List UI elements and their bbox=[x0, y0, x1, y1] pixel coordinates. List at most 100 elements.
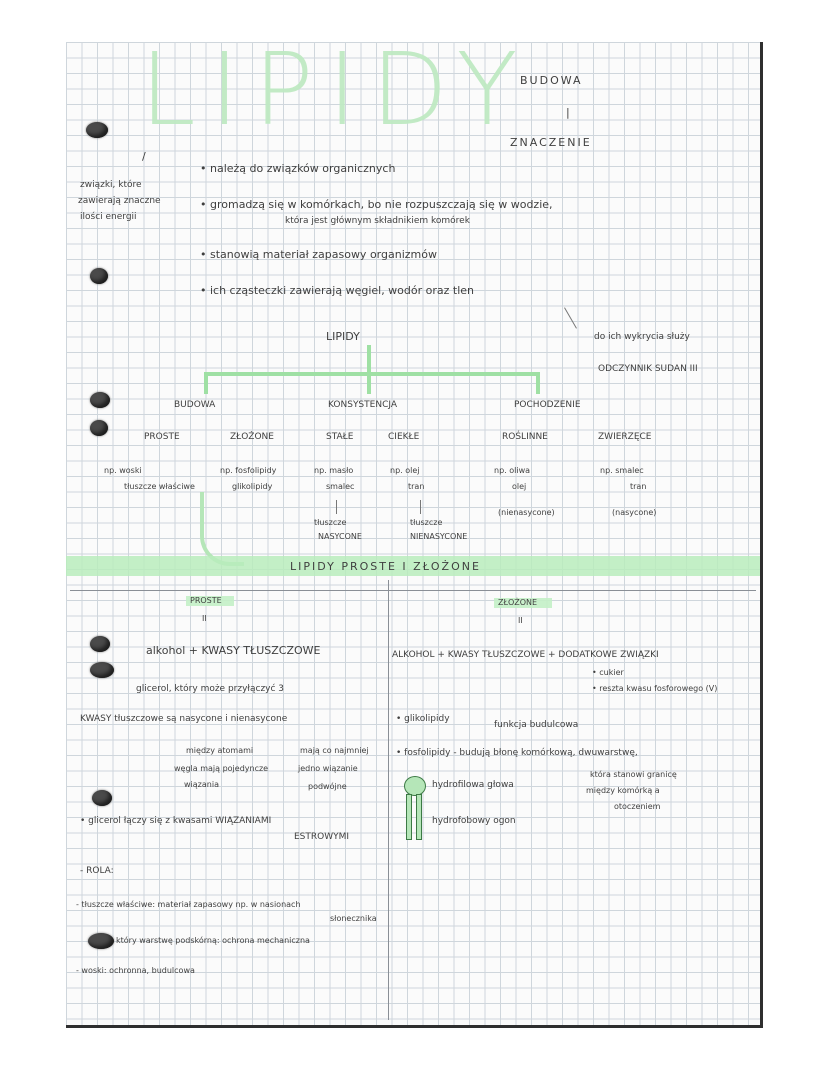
role-2: który warstwę podskórną: ochrona mechani… bbox=[116, 936, 310, 945]
ester-2: ESTROWYMI bbox=[294, 832, 350, 842]
branch-budowa: BUDOWA bbox=[174, 400, 216, 410]
role-3: - woski: ochronna, budulcowa bbox=[76, 966, 195, 975]
left-glycerol: glicerol, który może przyłączyć 3 bbox=[136, 684, 285, 694]
divider-vertical bbox=[388, 580, 389, 1020]
glycolipids: • glikolipidy bbox=[396, 714, 450, 724]
ciekle-connector bbox=[420, 500, 421, 514]
sub-stale-1: tłuszcze bbox=[314, 518, 347, 527]
tree-drop-2 bbox=[367, 372, 371, 394]
left-formula: alkohol + KWASY TŁUSZCZOWE bbox=[146, 644, 321, 657]
sub-ciekle-2: NIENASYCONE bbox=[410, 532, 468, 541]
bullet-1: • należą do związków organicznych bbox=[200, 162, 396, 175]
punch-hole-5 bbox=[90, 636, 110, 652]
phospholipid-tail-icon bbox=[406, 794, 412, 840]
role-header: - ROLA: bbox=[80, 866, 114, 876]
ex-roslinne-2: olej bbox=[512, 482, 527, 491]
ester-1: • glicerol łączy się z kwasami WIĄZANIAM… bbox=[80, 816, 272, 826]
side-note-line-2: zawierają znaczne bbox=[78, 196, 161, 206]
page-title: LIPIDY bbox=[140, 31, 532, 148]
branch-konsystencja: KONSYSTENCJA bbox=[328, 400, 398, 410]
notebook-page bbox=[66, 42, 763, 1028]
punch-hole-4 bbox=[90, 420, 108, 436]
divider-horizontal bbox=[70, 590, 756, 591]
ex-ciekle-1: np. olej bbox=[390, 466, 420, 475]
role-1: - tłuszcze właściwe: materiał zapasowy n… bbox=[76, 900, 301, 909]
header-highlight-right bbox=[494, 598, 552, 608]
ex-zwierzece-2: tran bbox=[630, 482, 647, 491]
phospholipid-head-icon bbox=[404, 776, 426, 796]
tree-drop-1 bbox=[204, 372, 208, 394]
sub-stale-2: NASYCONE bbox=[318, 532, 362, 541]
phospho-cont-1: która stanowi granicę bbox=[590, 770, 677, 779]
section-band bbox=[66, 556, 760, 576]
function-label: funkcja budulcowa bbox=[494, 720, 579, 730]
ex-zlozone-2: glikolipidy bbox=[232, 482, 273, 491]
left-acids: KWASY tłuszczowe są nasycone i nienasyco… bbox=[80, 714, 288, 724]
side-note-line-3: ilości energii bbox=[80, 212, 137, 222]
topic-budowa: BUDOWA bbox=[520, 74, 583, 87]
right-formula: ALKOHOL + KWASY TŁUSZCZOWE + DODATKOWE Z… bbox=[392, 650, 659, 660]
bullet-4: • ich cząsteczki zawierają węgiel, wodór… bbox=[200, 284, 475, 297]
punch-hole-7 bbox=[92, 790, 112, 806]
tree-root: LIPIDY bbox=[326, 330, 360, 343]
tree-bar bbox=[204, 372, 540, 376]
ex-roslinne-1: np. oliwa bbox=[494, 466, 531, 475]
punch-hole-6 bbox=[90, 662, 114, 678]
head-label: hydrofilowa głowa bbox=[432, 780, 514, 790]
topic-separator: | bbox=[566, 106, 570, 119]
ex-proste-1: np. woski bbox=[104, 466, 142, 475]
ex-stale-2: smalec bbox=[326, 482, 355, 491]
leaf-zwierzece: ZWIERZĘCE bbox=[598, 432, 652, 442]
tree-drop-3 bbox=[536, 372, 540, 394]
side-note-slash: / bbox=[142, 150, 146, 163]
right-col-header: ZŁOŻONE bbox=[498, 598, 538, 607]
punch-hole-2 bbox=[90, 268, 108, 284]
right-col-mark: II bbox=[518, 616, 523, 625]
branch-pochodzenie: POCHODZENIE bbox=[514, 400, 581, 410]
extra-1: • cukier bbox=[592, 668, 624, 677]
leaf-roslinne: ROŚLINNE bbox=[502, 432, 548, 442]
topic-znaczenie: ZNACZENIE bbox=[510, 136, 592, 149]
left-col-mark: II bbox=[202, 614, 207, 623]
bullet-2: • gromadzą się w komórkach, bo nie rozpu… bbox=[200, 198, 553, 211]
leaf-proste: PROSTE bbox=[144, 432, 180, 442]
ex-proste-2: tłuszcze właściwe bbox=[124, 482, 195, 491]
curve-arrow bbox=[200, 492, 244, 566]
ex-ciekle-2: tran bbox=[408, 482, 425, 491]
detection-note-2: ODCZYNNIK SUDAN III bbox=[598, 364, 698, 374]
phospho-cont-2: między komórką a bbox=[586, 786, 660, 795]
band-title: LIPIDY PROSTE I ZŁOŻONE bbox=[290, 560, 481, 573]
side-note-line-1: związki, które bbox=[80, 180, 142, 190]
tree-stem bbox=[367, 345, 371, 375]
unsat-1: mają co najmniej bbox=[300, 746, 369, 755]
role-1-cont: słonecznika bbox=[330, 914, 377, 923]
unsat-2: jedno wiązanie bbox=[298, 764, 358, 773]
punch-hole-1 bbox=[86, 122, 108, 138]
extra-2: • reszta kwasu fosforowego (V) bbox=[592, 684, 718, 693]
phospho-cont-3: otoczeniem bbox=[614, 802, 661, 811]
sat-1: między atomami bbox=[186, 746, 254, 755]
ex-roslinne-3: (nienasycone) bbox=[498, 508, 555, 517]
ex-zwierzece-1: np. smalec bbox=[600, 466, 644, 475]
ex-stale-1: np. masło bbox=[314, 466, 354, 475]
leaf-stale: STAŁE bbox=[326, 432, 354, 442]
punch-hole-8 bbox=[88, 933, 114, 949]
sub-ciekle-1: tłuszcze bbox=[410, 518, 443, 527]
phospholipid-tail-icon-2 bbox=[416, 794, 422, 840]
leaf-ciekle: CIEKŁE bbox=[388, 432, 420, 442]
header-highlight-left bbox=[186, 596, 234, 606]
bullet-3: • stanowią materiał zapasowy organizmów bbox=[200, 248, 437, 261]
tail-label: hydrofobowy ogon bbox=[432, 816, 516, 826]
left-col-header: PROSTE bbox=[190, 596, 222, 605]
stale-connector bbox=[336, 500, 337, 514]
punch-hole-3 bbox=[90, 392, 110, 408]
sat-2: węgla mają pojedyncze bbox=[174, 764, 269, 773]
sat-3: wiązania bbox=[184, 780, 219, 789]
phospholipids: • fosfolipidy - budują błonę komórkową, … bbox=[396, 748, 638, 758]
unsat-3: podwójne bbox=[308, 782, 347, 791]
ex-zlozone-1: np. fosfolipidy bbox=[220, 466, 277, 475]
ex-zwierzece-3: (nasycone) bbox=[612, 508, 657, 517]
bullet-2-cont: która jest głównym składnikiem komórek bbox=[285, 216, 470, 226]
detection-note-1: do ich wykrycia służy bbox=[594, 332, 690, 342]
leaf-zlozone: ZŁOŻONE bbox=[230, 432, 274, 442]
